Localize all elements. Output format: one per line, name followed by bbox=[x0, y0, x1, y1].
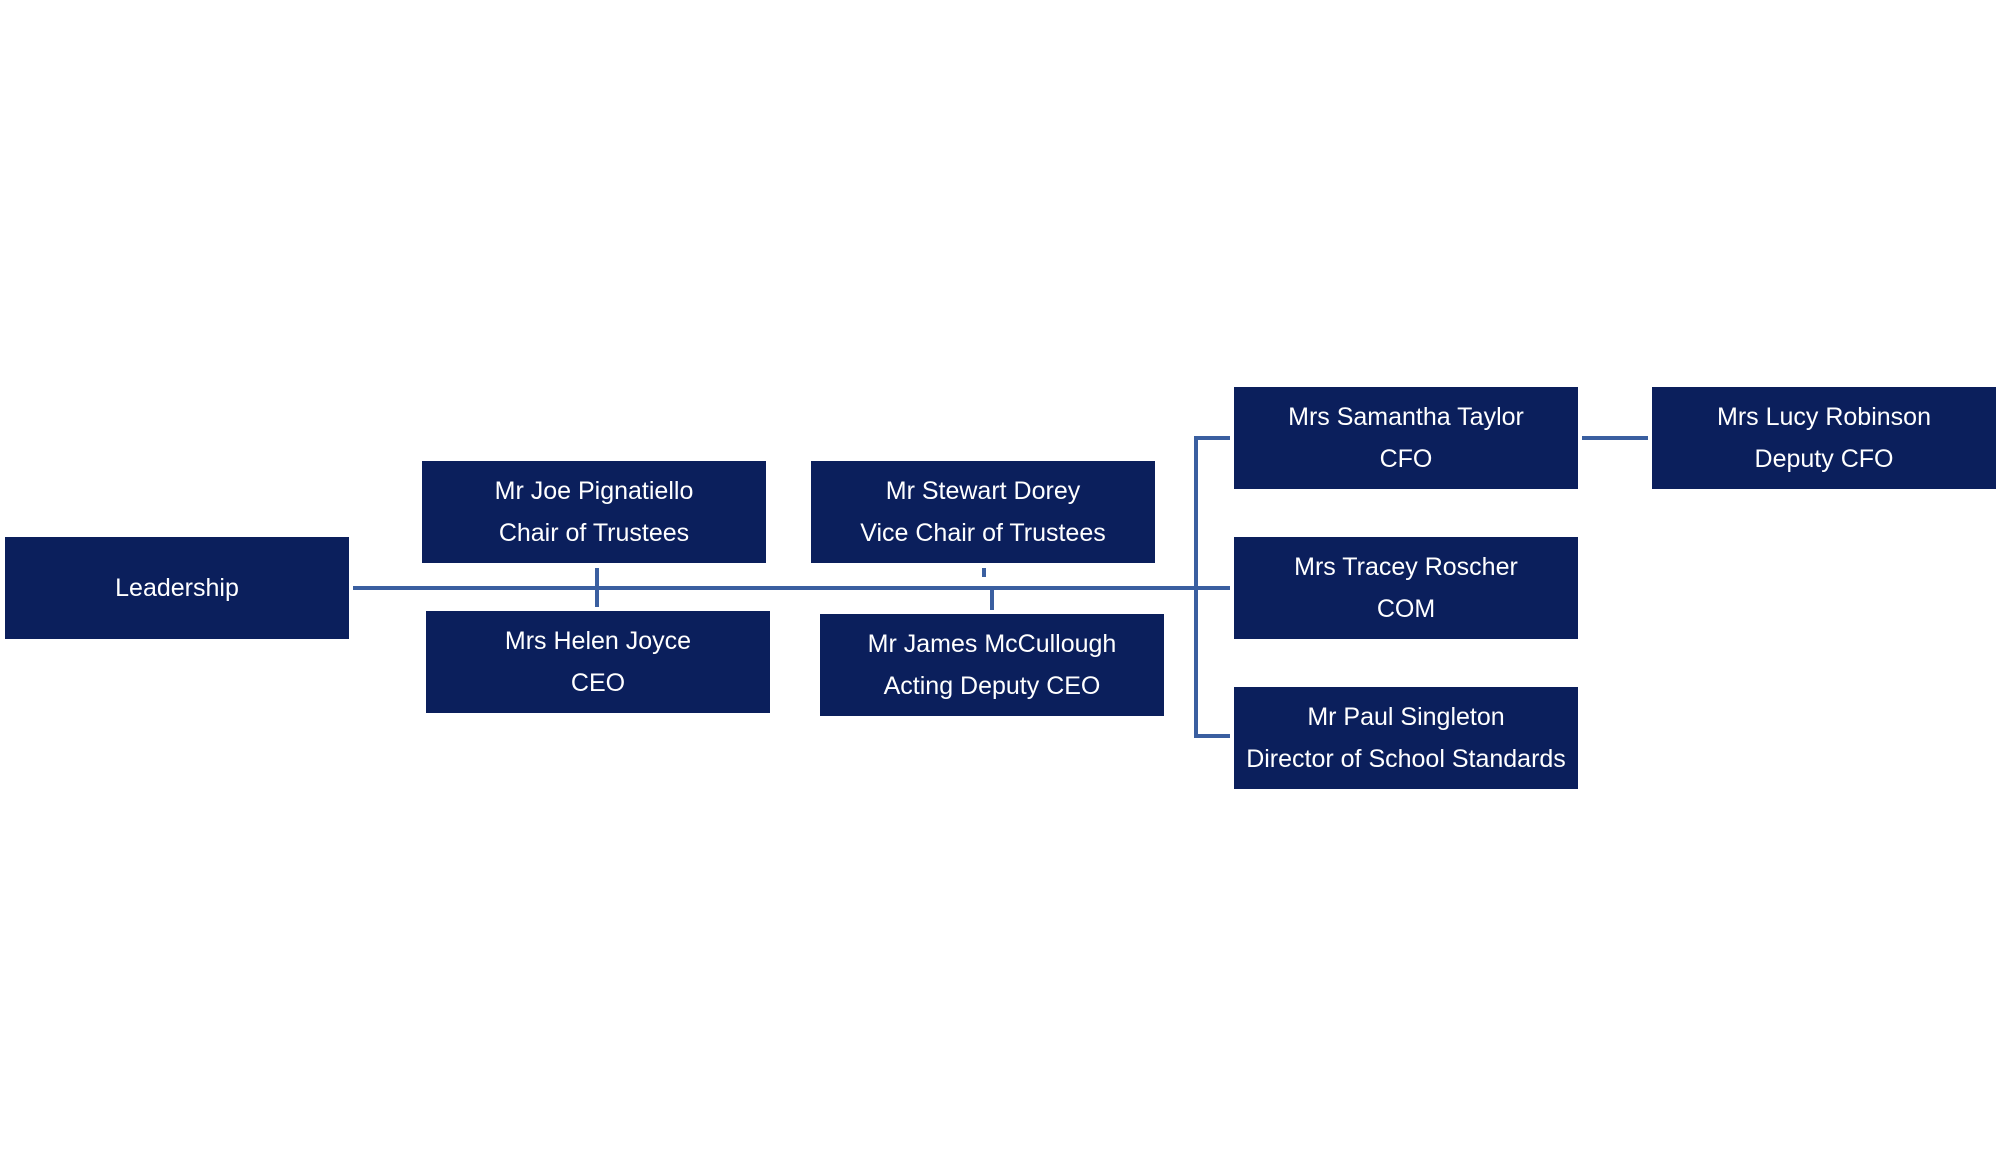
vice-chair-name: Mr Stewart Dorey bbox=[885, 477, 1081, 505]
vice-chair-role: Vice Chair of Trustees bbox=[860, 519, 1106, 547]
cfo-role: CFO bbox=[1379, 445, 1433, 473]
acting-deputy-ceo-box: Mr James McCullough Acting Deputy CEO bbox=[820, 614, 1164, 716]
ceo-role: CEO bbox=[570, 669, 626, 697]
chair-name: Mr Joe Pignatiello bbox=[494, 477, 694, 505]
director-of-school-standards-box: Mr Paul Singleton Director of School Sta… bbox=[1234, 687, 1578, 789]
leadership-box: Leadership bbox=[5, 537, 349, 639]
com-name: Mrs Tracey Roscher bbox=[1294, 553, 1518, 581]
deputy-ceo-role: Acting Deputy CEO bbox=[883, 672, 1101, 700]
chair-role: Chair of Trustees bbox=[498, 519, 690, 547]
chair-of-trustees-box: Mr Joe Pignatiello Chair of Trustees bbox=[422, 461, 766, 563]
ceo-name: Mrs Helen Joyce bbox=[504, 627, 692, 655]
com-box: Mrs Tracey Roscher COM bbox=[1234, 537, 1578, 639]
leadership-label: Leadership bbox=[115, 574, 239, 602]
deputy-ceo-name: Mr James McCullough bbox=[867, 630, 1117, 658]
director-name: Mr Paul Singleton bbox=[1307, 703, 1505, 731]
deputy-cfo-role: Deputy CFO bbox=[1754, 445, 1894, 473]
cfo-name: Mrs Samantha Taylor bbox=[1288, 403, 1524, 431]
deputy-cfo-name: Mrs Lucy Robinson bbox=[1717, 403, 1931, 431]
ceo-box: Mrs Helen Joyce CEO bbox=[426, 611, 770, 713]
cfo-box: Mrs Samantha Taylor CFO bbox=[1234, 387, 1578, 489]
director-role: Director of School Standards bbox=[1246, 745, 1566, 773]
vice-chair-of-trustees-box: Mr Stewart Dorey Vice Chair of Trustees bbox=[811, 461, 1155, 563]
deputy-cfo-box: Mrs Lucy Robinson Deputy CFO bbox=[1652, 387, 1996, 489]
com-role: COM bbox=[1376, 595, 1436, 623]
